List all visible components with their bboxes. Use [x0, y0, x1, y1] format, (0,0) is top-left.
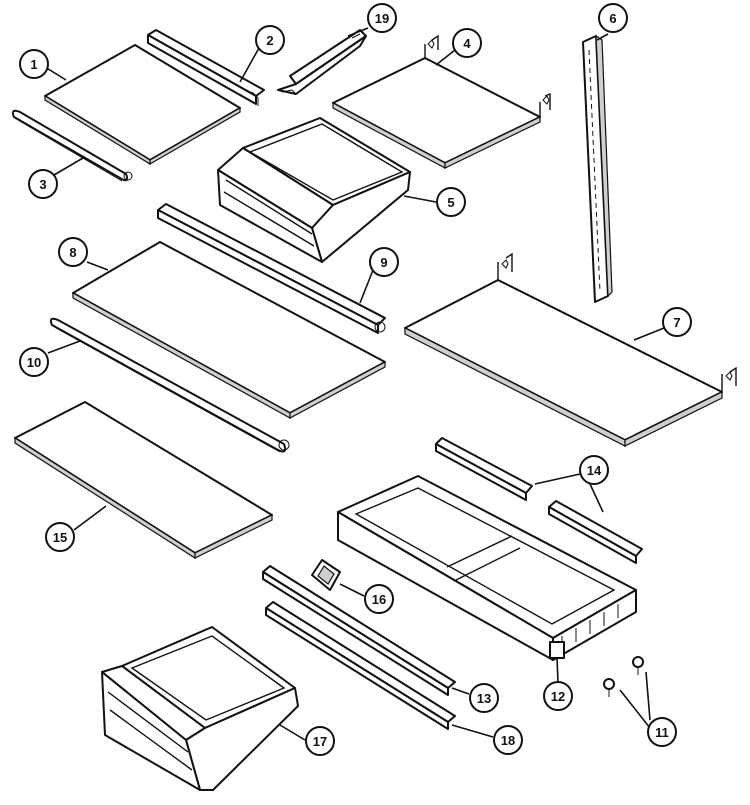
callout-11: 11: [647, 717, 677, 747]
callout-7: 7: [662, 307, 692, 337]
callout-15: 15: [45, 522, 75, 552]
part-15-glass-panel: [14, 401, 273, 560]
callout-11-label: 11: [655, 725, 669, 740]
part-5-drawer: [217, 117, 411, 263]
leader-lines: [44, 27, 665, 741]
callout-3: 3: [28, 169, 58, 199]
part-18-rail: [265, 601, 456, 730]
callout-16: 16: [364, 584, 394, 614]
callout-13-label: 13: [477, 691, 491, 706]
part-8-glass-shelf: [72, 241, 386, 420]
callout-2: 2: [255, 25, 285, 55]
callout-6-label: 6: [609, 11, 616, 26]
callout-19-label: 19: [375, 11, 389, 26]
callout-7-label: 7: [673, 315, 680, 330]
callout-8: 8: [58, 237, 88, 267]
callout-16-label: 16: [372, 592, 386, 607]
part-2-rear-trim: [147, 29, 265, 106]
callout-12: 12: [543, 681, 573, 711]
part-14-cover-trims: [435, 437, 643, 564]
callout-5: 5: [436, 187, 466, 217]
part-6-vertical-rail: [582, 34, 613, 303]
callout-13: 13: [469, 683, 499, 713]
part-11-screws: [603, 656, 644, 697]
callout-5-label: 5: [447, 195, 454, 210]
part-10-front-trim: [49, 317, 290, 453]
callout-4-label: 4: [463, 36, 471, 51]
callout-3-label: 3: [39, 177, 46, 192]
callout-9: 9: [369, 247, 399, 277]
callout-1: 1: [19, 49, 49, 79]
callout-4: 4: [452, 28, 482, 58]
callout-1-label: 1: [30, 57, 37, 72]
callout-2-label: 2: [266, 33, 273, 48]
callout-18-label: 18: [501, 733, 515, 748]
part-12-crisper-cover: [337, 475, 637, 661]
part-17-crisper-drawer: [101, 626, 299, 791]
callout-17: 17: [305, 726, 335, 756]
callout-17-label: 17: [313, 734, 327, 749]
callout-15-label: 15: [53, 530, 67, 545]
callout-6: 6: [598, 3, 628, 33]
callout-10-label: 10: [27, 355, 41, 370]
part-3-front-trim: [11, 109, 133, 182]
callout-14: 14: [579, 455, 609, 485]
callout-19: 19: [367, 3, 397, 33]
callout-18: 18: [493, 725, 523, 755]
callout-12-label: 12: [551, 689, 565, 704]
callout-14-label: 14: [587, 463, 602, 478]
part-7-large-shelf: [404, 252, 737, 447]
callout-9-label: 9: [380, 255, 387, 270]
part-1-glass-shelf: [44, 44, 241, 166]
part-13-rail: [262, 565, 456, 696]
part-4-small-shelf: [332, 34, 551, 170]
callout-8-label: 8: [69, 245, 76, 260]
part-19-bracket-rail: [277, 29, 367, 95]
part-16-clip: [311, 559, 341, 591]
callout-10: 10: [19, 347, 49, 377]
part-9-rear-trim: [157, 203, 386, 334]
